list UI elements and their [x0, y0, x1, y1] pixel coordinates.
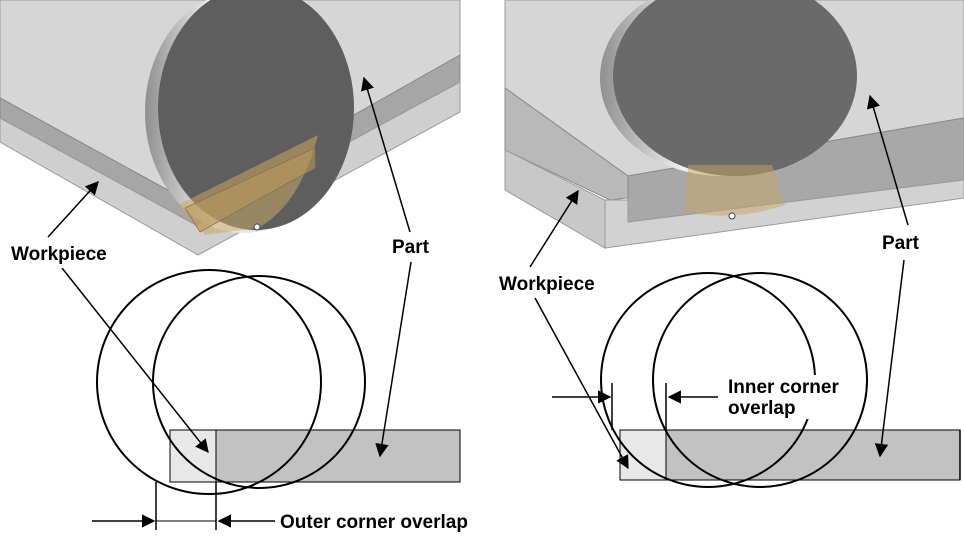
- right-workpiece-front: [604, 179, 964, 249]
- left-contact-point: [253, 223, 261, 231]
- left-overlap-label: Outer corner overlap: [280, 512, 468, 533]
- right-disc-face: [613, 0, 857, 176]
- right-schematic-workpiece: [619, 429, 669, 481]
- right-tool-circle-2: [652, 272, 868, 488]
- right-part-label: Part: [882, 233, 920, 254]
- left-workpiece-arrow: [47, 181, 99, 238]
- right-contact-point: [728, 212, 736, 220]
- left-part-arrow-top: [361, 76, 411, 233]
- right-3d-illustration: [504, 0, 964, 249]
- right-overlap-highlight: [685, 165, 785, 216]
- left-workpiece-label: Workpiece: [11, 244, 107, 265]
- leader-arrows: [47, 76, 909, 470]
- left-workpiece-schematic-arrow: [61, 267, 209, 454]
- left-overlap-block: [184, 147, 316, 233]
- labels: Workpiece Part Outer corner overlap Work…: [8, 233, 920, 534]
- right-workpiece-schematic-arrow: [534, 297, 629, 470]
- left-3d-illustration: [0, 0, 461, 256]
- right-workpiece-label: Workpiece: [499, 274, 595, 295]
- right-workpiece-arrow: [529, 189, 579, 268]
- left-part-label: Part: [392, 237, 430, 258]
- left-schematic-workpiece: [169, 429, 219, 483]
- left-schematic: [92, 269, 461, 530]
- left-schematic-part: [215, 429, 461, 483]
- right-overlap-label-line2: overlap: [728, 398, 796, 419]
- right-part-arrow-bottom: [874, 259, 905, 458]
- left-part-arrow-bottom: [375, 261, 412, 458]
- left-tool-circle-1: [96, 269, 322, 495]
- right-overlap-label-line1: Inner corner: [728, 377, 839, 398]
- right-part-arrow-top: [866, 94, 909, 226]
